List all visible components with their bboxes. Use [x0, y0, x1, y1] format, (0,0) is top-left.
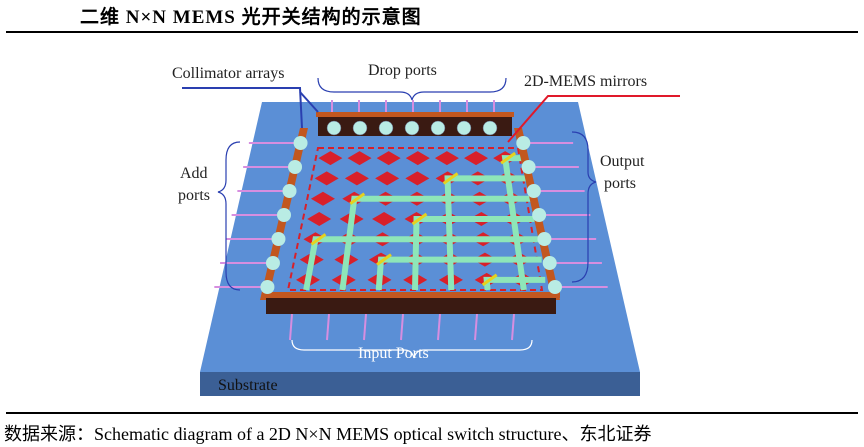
- label-add-ports-1: Add: [180, 165, 208, 182]
- label-collimator-arrays: Collimator arrays: [172, 65, 284, 82]
- waveguide: [339, 195, 531, 291]
- input-port-line: [289, 313, 293, 341]
- mirror-pointer-line: [507, 95, 680, 143]
- mems-mirror: [434, 151, 459, 166]
- mems-mirror: [344, 171, 369, 186]
- output-ports-brace: [571, 131, 597, 283]
- mems-mirror: [405, 151, 430, 166]
- input-port-line: [437, 313, 441, 341]
- substrate-front: [200, 372, 640, 396]
- collimator-arrow: [182, 87, 303, 129]
- label-add-ports-2: ports: [178, 187, 210, 204]
- mems-mirror: [310, 191, 335, 206]
- collimator-lens: [326, 120, 342, 136]
- add-ports-brace: [217, 141, 241, 291]
- mems-mirror: [347, 151, 372, 166]
- input-port-line: [511, 313, 515, 341]
- label-substrate: Substrate: [218, 377, 278, 394]
- figure-caption: 数据来源：Schematic diagram of a 2D N×N MEMS …: [4, 424, 652, 444]
- waveguide: [375, 256, 542, 291]
- switch-mirror: [481, 273, 498, 287]
- waveguide: [444, 175, 528, 291]
- collimator-lens: [542, 256, 557, 270]
- switch-mirror: [349, 192, 366, 205]
- waveguide: [501, 155, 527, 291]
- mems-mirror: [314, 171, 339, 186]
- label-2d-mems-mirrors: 2D-MEMS mirrors: [524, 73, 647, 90]
- switch-mirror: [500, 151, 517, 165]
- mems-mirror: [464, 151, 489, 166]
- collimator-lens: [352, 120, 368, 136]
- label-input-ports: Input Ports: [358, 345, 429, 362]
- mems-mirror: [318, 151, 343, 166]
- collimator-lens: [537, 232, 552, 246]
- collimator-lens: [271, 232, 286, 246]
- collimator-lens: [288, 160, 303, 174]
- collimator-lens: [430, 120, 446, 136]
- switch-mirror: [411, 212, 428, 226]
- bottom-wall-face: [266, 298, 556, 314]
- top-wall: [316, 112, 514, 117]
- input-port-line: [400, 313, 404, 341]
- switch-mirror: [442, 172, 459, 185]
- collimator-lens: [282, 184, 297, 198]
- drop-ports-brace: [317, 77, 507, 101]
- input-port-line: [326, 313, 330, 341]
- collimator-lens: [547, 280, 562, 294]
- dashed-boundary: [286, 147, 544, 291]
- mems-mirror: [372, 212, 397, 226]
- label-output-ports-1: Output: [600, 153, 645, 170]
- collimator-lens: [265, 256, 280, 270]
- switch-mirror: [376, 253, 392, 266]
- collimator-lens: [526, 184, 541, 198]
- input-port-line: [474, 313, 478, 341]
- mems-mirror: [376, 151, 401, 166]
- input-port-line: [363, 313, 367, 341]
- collimator-arrow: [299, 91, 319, 113]
- collimator-lens: [456, 120, 472, 136]
- caption-rule: [6, 412, 858, 414]
- collimator-lens: [276, 208, 291, 222]
- collimator-lens: [260, 280, 275, 294]
- title-rule: [6, 31, 858, 33]
- label-output-ports-2: ports: [604, 175, 636, 192]
- waveguide: [303, 236, 539, 291]
- collimator-lens: [532, 208, 547, 222]
- collimator-lens: [404, 120, 420, 136]
- bottom-wall: [262, 292, 560, 298]
- waveguide: [483, 276, 546, 291]
- label-drop-ports: Drop ports: [368, 62, 437, 79]
- collimator-lens: [516, 136, 531, 150]
- mems-mirror: [405, 171, 430, 186]
- switch-mirror: [310, 233, 327, 246]
- waveguide: [412, 216, 535, 291]
- input-ports-brace: [291, 339, 533, 359]
- collimator-lens: [378, 120, 394, 136]
- collimator-lens: [293, 136, 308, 150]
- collimator-lens: [482, 120, 498, 136]
- figure-title: 二维 N×N MEMS 光开关结构的示意图: [80, 7, 422, 28]
- collimator-lens: [521, 160, 536, 174]
- mems-mirror: [307, 212, 332, 226]
- mems-mirror: [375, 171, 400, 186]
